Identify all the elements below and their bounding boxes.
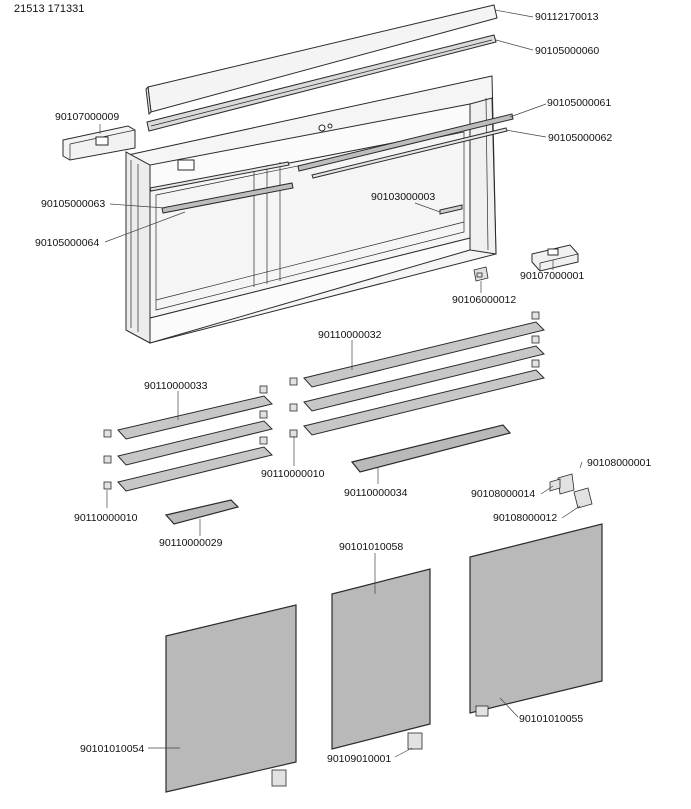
shelf-90110000029 — [164, 499, 240, 525]
rail-90105000062 — [311, 127, 508, 179]
label-90105000061: 90105000061 — [547, 97, 611, 109]
top-rail — [146, 34, 497, 132]
right-shelf-set — [289, 311, 545, 438]
leader-lines — [99, 9, 583, 758]
label-90105000064: 90105000064 — [35, 237, 99, 249]
label-90101010054: 90101010054 — [80, 743, 144, 755]
label-90110000032: 90110000032 — [318, 329, 382, 341]
rail-90105000061 — [297, 113, 514, 172]
label-90105000060: 90105000060 — [535, 45, 599, 57]
label-90112170013: 90112170013 — [535, 11, 599, 23]
rail-90105000064 — [149, 161, 290, 192]
door-right — [469, 523, 603, 717]
label-90105000062: 90105000062 — [548, 132, 612, 144]
label-90101010058: 90101010058 — [339, 541, 403, 553]
label-90106000012: 90106000012 — [452, 294, 516, 306]
label-90101010055: 90101010055 — [519, 713, 583, 725]
light-switch-box — [62, 125, 136, 161]
label-90107000001: 90107000001 — [520, 270, 584, 282]
drawing-number: 21513 171331 — [14, 3, 84, 15]
part-labels: 90112170013 90105000060 90107000009 9010… — [35, 11, 651, 765]
label-90103000003: 90103000003 — [371, 191, 435, 203]
label-90108000012: 90108000012 — [493, 512, 557, 524]
hinge-parts — [549, 473, 593, 509]
label-90110000033: 90110000033 — [144, 380, 208, 392]
shelf-supports-right — [289, 311, 540, 438]
label-90110000029: 90110000029 — [159, 537, 223, 549]
label-90109010001: 90109010001 — [327, 753, 391, 765]
label-90108000014: 90108000014 — [471, 488, 535, 500]
label-90108000001: 90108000001 — [587, 457, 651, 469]
label-90110000034: 90110000034 — [344, 487, 408, 499]
shelf-90110000034 — [350, 424, 512, 473]
bracket-90106000012 — [473, 266, 489, 282]
top-cover-strip — [145, 4, 498, 116]
left-shelf-set — [103, 385, 273, 492]
rail-90105000063 — [161, 182, 294, 214]
label-90105000063: 90105000063 — [41, 198, 105, 210]
door-left — [165, 604, 297, 793]
label-90110000010-right: 90110000010 — [261, 468, 325, 480]
door-middle — [331, 568, 431, 750]
transformer — [531, 244, 579, 272]
label-90110000010-left: 90110000010 — [74, 512, 138, 524]
label-90107000009: 90107000009 — [55, 111, 119, 123]
shelf-supports-left — [103, 385, 268, 490]
